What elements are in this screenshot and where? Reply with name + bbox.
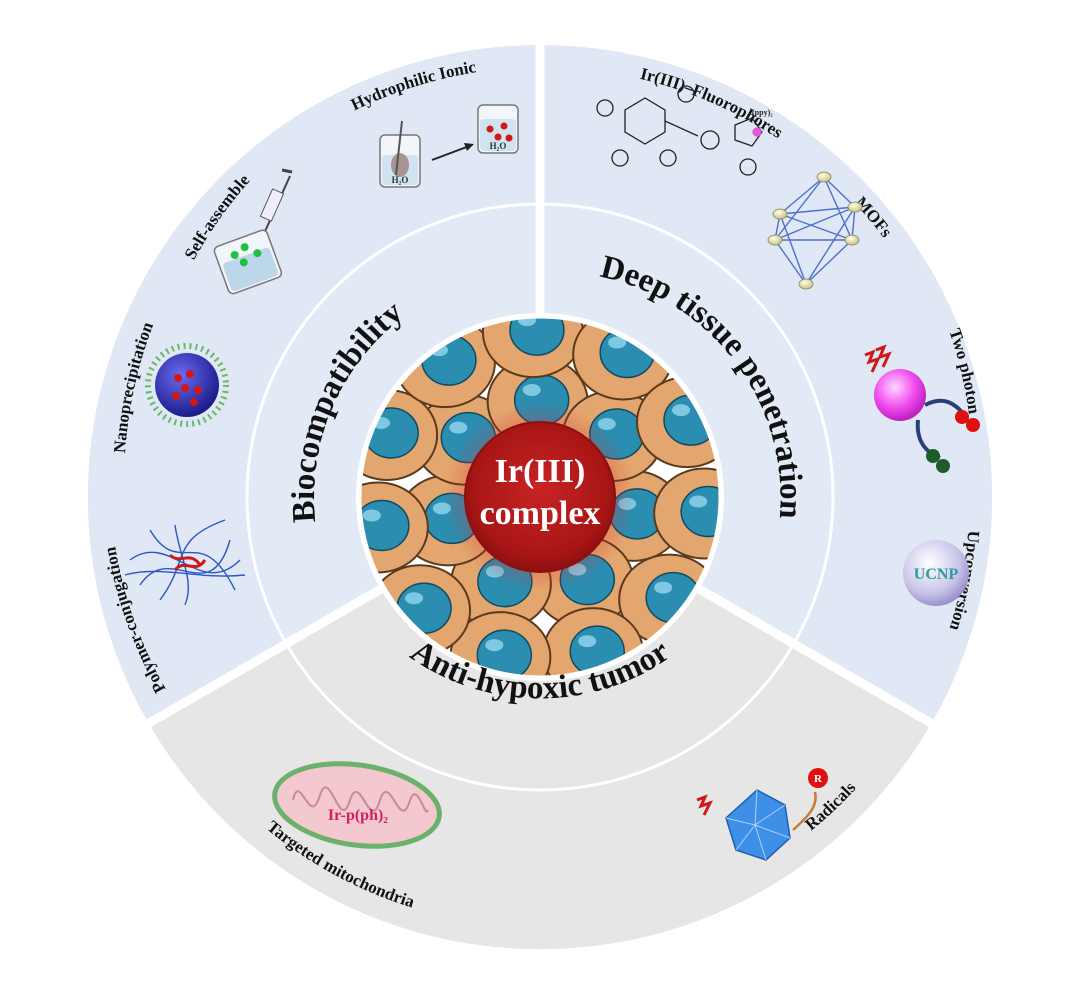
beaker-right-label: H₂O xyxy=(490,141,507,151)
ucnp-label: UCNP xyxy=(914,566,959,583)
nucleus-highlight xyxy=(405,592,424,605)
nucleus-highlight xyxy=(362,509,381,522)
nucleus-highlight xyxy=(654,581,673,594)
nucleus-highlight xyxy=(672,404,691,417)
icosahedron-icon: R xyxy=(696,768,828,861)
mito-label: Ir-p(ph)₂ xyxy=(328,807,388,824)
nanoparticle-icon xyxy=(145,343,229,427)
mitochondria-icon: Ir-p(ph)₂ xyxy=(272,761,442,849)
inner-ring-divider xyxy=(245,202,835,792)
ucnp-particle-icon: UCNP xyxy=(903,540,969,606)
nucleus-highlight xyxy=(608,336,627,349)
core-complex: Ir(III) complex xyxy=(445,402,635,592)
molecule-structure-icon: (ppy)₂ xyxy=(596,85,773,176)
two-photon-icon xyxy=(864,344,980,473)
nucleus-highlight xyxy=(522,384,541,397)
mof-structure-icon xyxy=(767,171,863,290)
radical-label: R xyxy=(814,773,823,785)
nucleus-highlight xyxy=(485,639,504,652)
beaker-with-particles-icon: H₂O xyxy=(477,104,519,154)
nucleus-highlight xyxy=(578,635,597,648)
beaker-icon: H₂O xyxy=(379,120,421,188)
beaker-green-icon xyxy=(213,229,283,295)
nucleus-highlight xyxy=(449,421,468,434)
ppy-label: (ppy)₂ xyxy=(752,108,773,117)
core-label-line1: Ir(III) xyxy=(495,453,586,490)
polymer-tangle-icon xyxy=(124,519,246,606)
syringe-icon xyxy=(259,168,293,239)
core-label-line2: complex xyxy=(480,495,601,532)
nucleus-highlight xyxy=(689,495,708,508)
beaker-left-label: H₂O xyxy=(392,175,409,185)
